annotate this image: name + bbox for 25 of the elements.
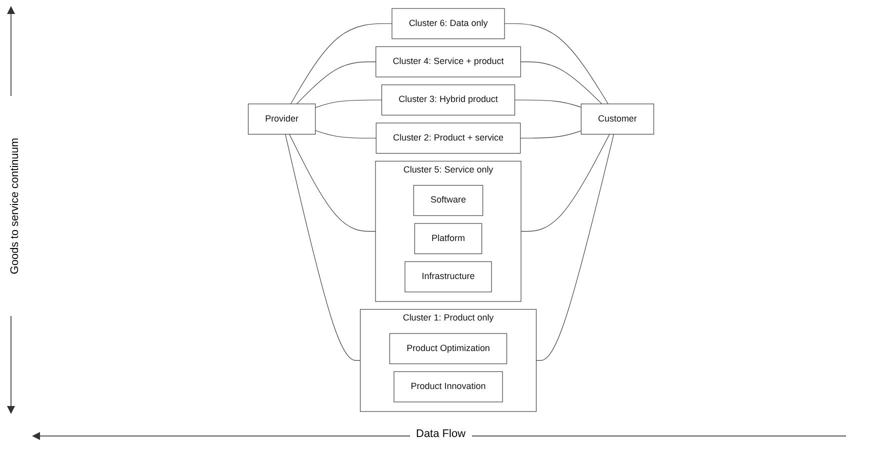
- connector: [536, 134, 614, 361]
- connector: [514, 100, 582, 108]
- node-box: Product Optimization: [389, 333, 508, 364]
- node-box: Software: [413, 185, 484, 216]
- node-box: Cluster 2: Product + service: [376, 122, 521, 154]
- connector: [296, 62, 376, 104]
- node-box: Platform: [414, 223, 482, 254]
- node-box: Infrastructure: [404, 261, 492, 292]
- connector: [315, 130, 376, 138]
- axis-label: Data Flow: [410, 428, 472, 440]
- connector: [290, 23, 392, 104]
- connector: [520, 62, 602, 104]
- connector: [520, 134, 610, 232]
- axis-label: Goods to service continuum: [9, 96, 21, 316]
- connector: [289, 134, 376, 232]
- node-box: Cluster 6: Data only: [392, 8, 505, 40]
- node-box: Cluster 4: Service + product: [376, 46, 521, 78]
- connector: [315, 100, 382, 108]
- node-box: Cluster 3: Hybrid product: [381, 84, 516, 116]
- connector: [520, 130, 582, 138]
- node-box: Customer: [580, 104, 654, 134]
- connector: [504, 23, 608, 104]
- node-box: Provider: [248, 104, 316, 134]
- node-box: Product Innovation: [394, 371, 503, 402]
- connector: [285, 134, 361, 361]
